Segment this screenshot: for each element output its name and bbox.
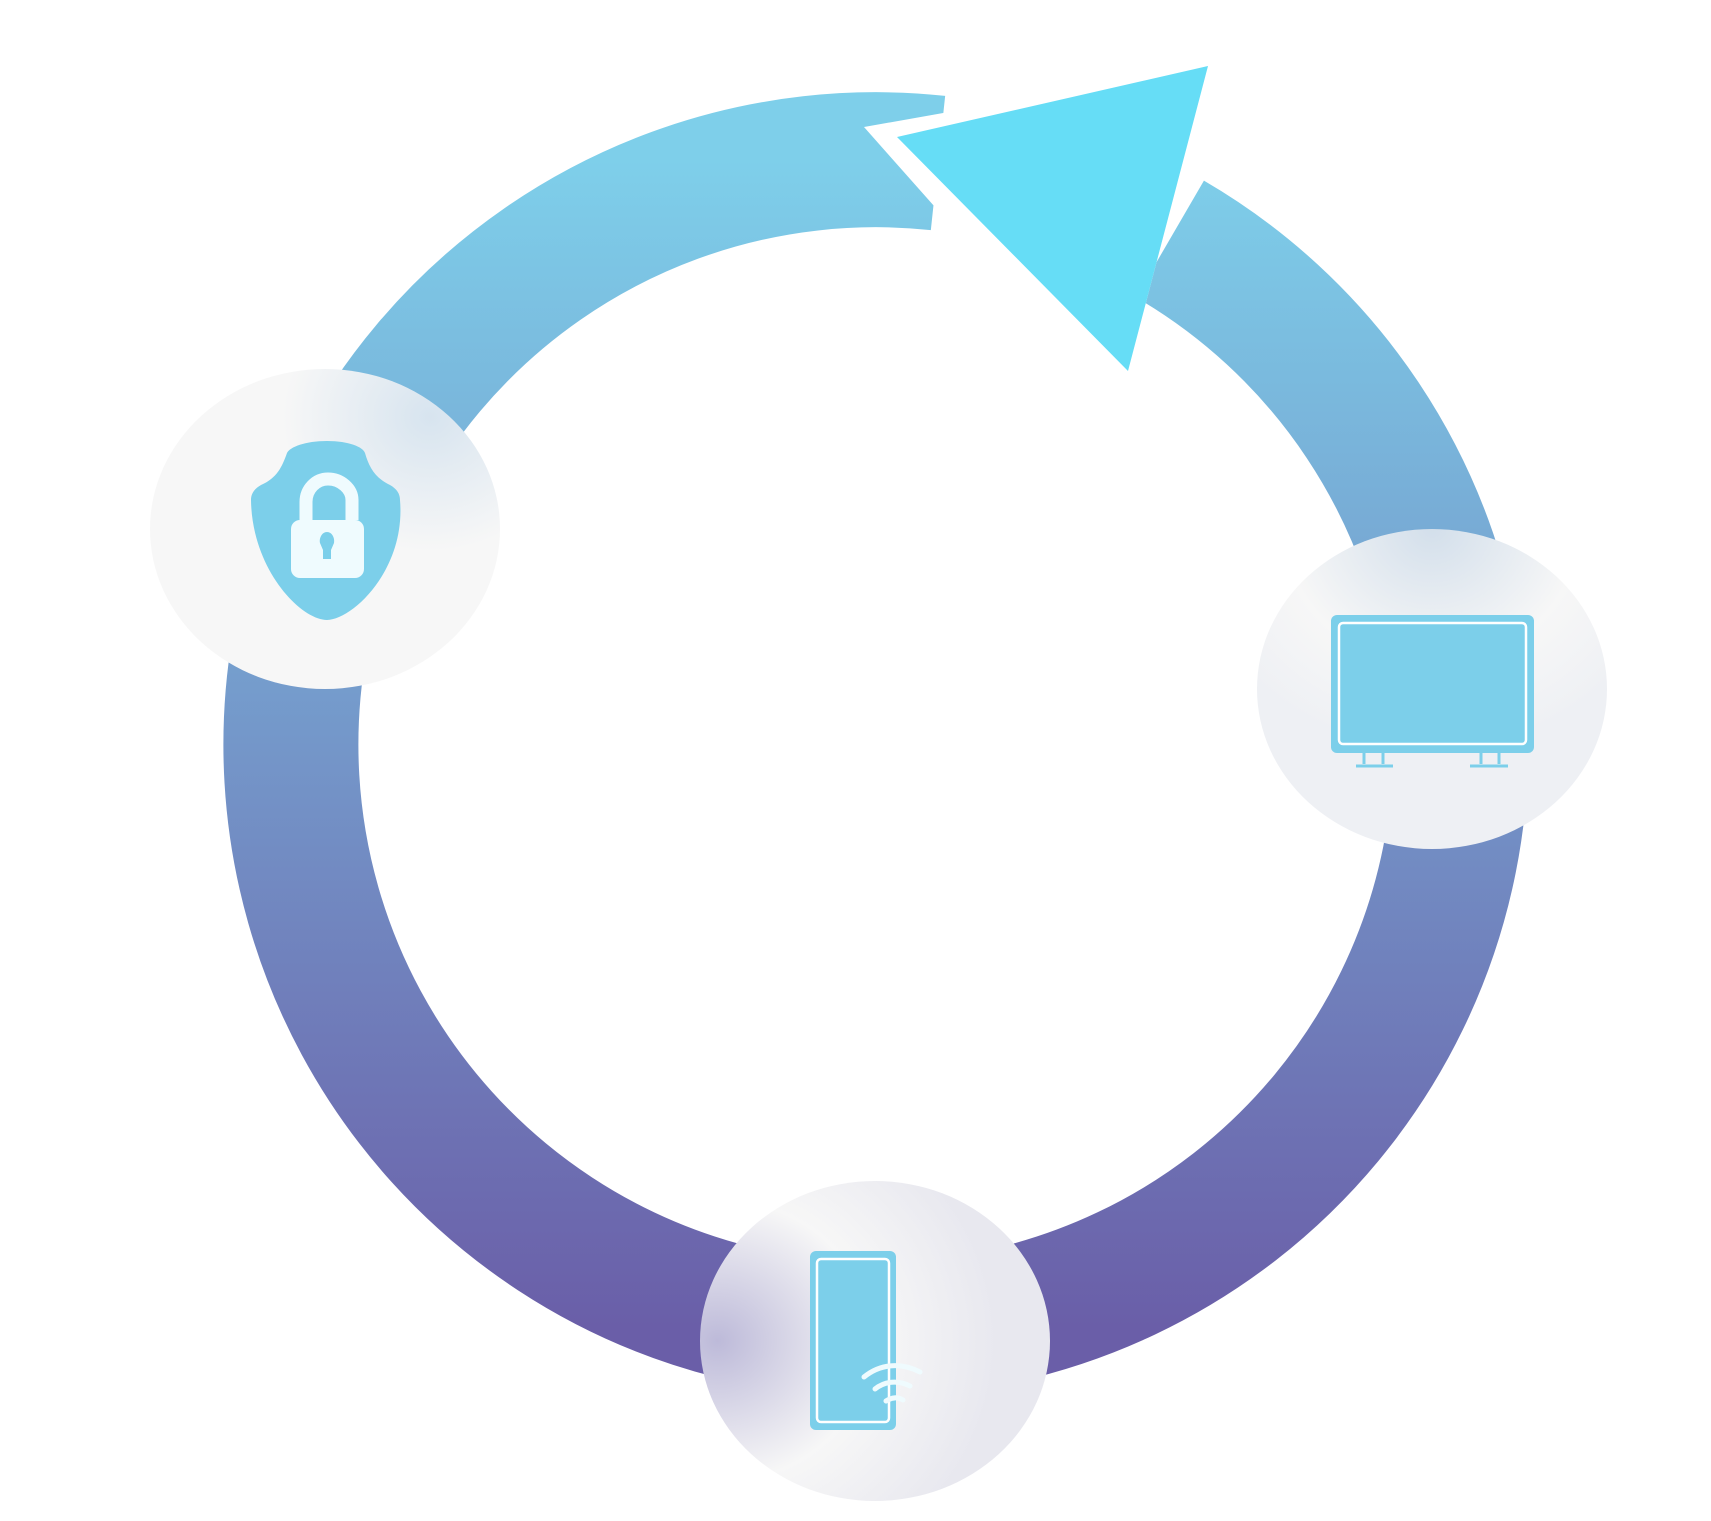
arrow-head: [897, 66, 1208, 371]
node-phone[interactable]: [700, 1181, 1050, 1501]
node-security[interactable]: [150, 369, 500, 689]
shield-lock-icon: [251, 441, 401, 620]
monitor-icon: [1331, 615, 1534, 768]
phone-wifi-icon: [810, 1251, 923, 1430]
node-monitor[interactable]: [1257, 529, 1607, 849]
